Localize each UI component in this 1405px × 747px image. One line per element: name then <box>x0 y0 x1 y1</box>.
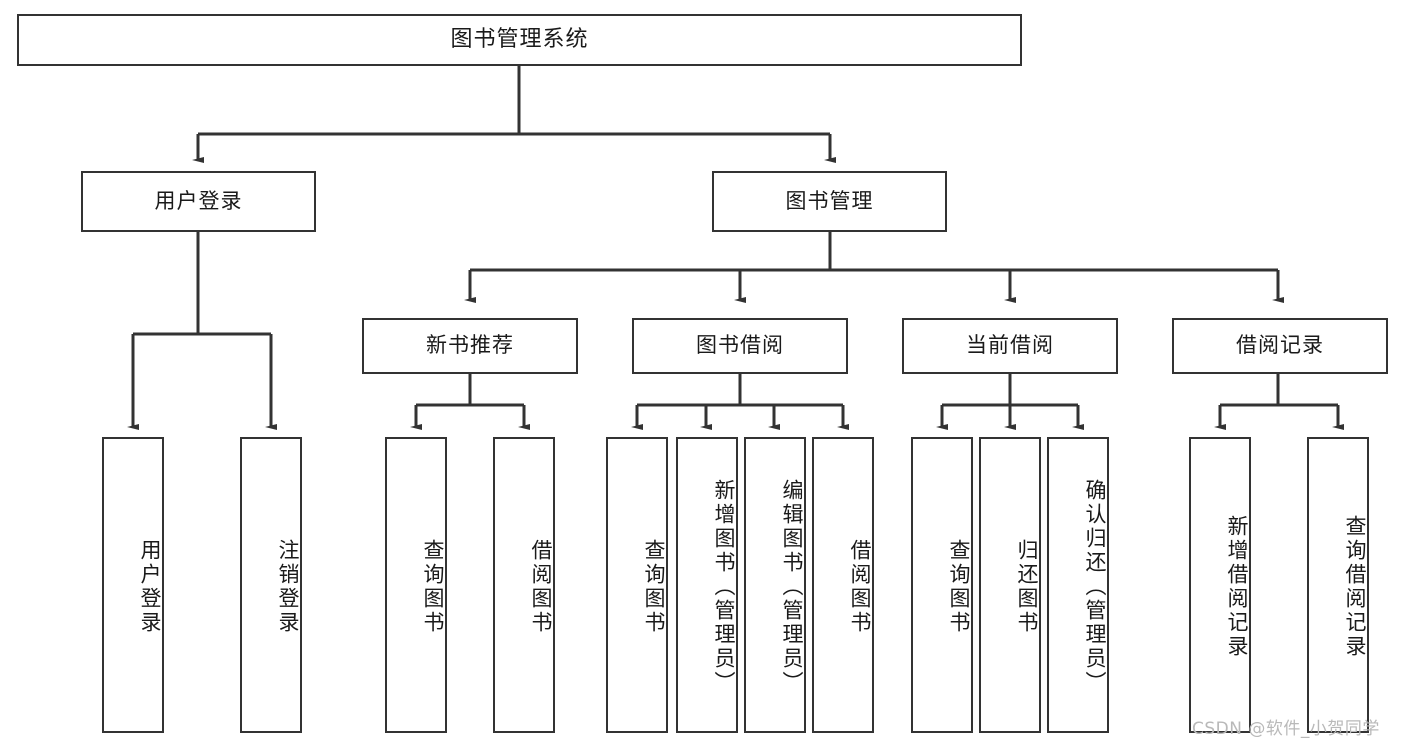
leaf-return-book-label: 归还图书 <box>1015 539 1039 635</box>
leaf-query-book-borrow-label: 查询图书 <box>642 539 666 635</box>
leaf-query-book-current[interactable]: 查询图书 <box>911 437 973 733</box>
node-root-label: 图书管理系统 <box>450 26 589 52</box>
leaf-add-book-label: 新增图书（管理员） <box>712 479 736 695</box>
node-new-book-recommendation[interactable]: 新书推荐 <box>362 318 578 374</box>
node-book-borrow-label: 图书借阅 <box>696 333 784 358</box>
leaf-edit-book[interactable]: 编辑图书（管理员） <box>744 437 806 733</box>
leaf-return-book[interactable]: 归还图书 <box>979 437 1041 733</box>
leaf-add-borrow-record[interactable]: 新增借阅记录 <box>1189 437 1251 733</box>
leaf-query-borrow-record[interactable]: 查询借阅记录 <box>1307 437 1369 733</box>
leaf-confirm-return[interactable]: 确认归还（管理员） <box>1047 437 1109 733</box>
node-borrow-record[interactable]: 借阅记录 <box>1172 318 1388 374</box>
node-book-manage[interactable]: 图书管理 <box>712 171 947 232</box>
node-book-borrow[interactable]: 图书借阅 <box>632 318 848 374</box>
leaf-user-login-label: 用户登录 <box>138 539 162 635</box>
watermark: CSDN @软件_小贺同学 <box>1192 719 1380 739</box>
leaf-query-book-borrow[interactable]: 查询图书 <box>606 437 668 733</box>
leaf-query-borrow-record-label: 查询借阅记录 <box>1343 515 1367 659</box>
node-root[interactable]: 图书管理系统 <box>17 14 1022 66</box>
leaf-add-borrow-record-label: 新增借阅记录 <box>1225 515 1249 659</box>
node-new-book-recommendation-label: 新书推荐 <box>426 333 514 358</box>
leaf-borrow-book-label: 借阅图书 <box>848 539 872 635</box>
node-user-login[interactable]: 用户登录 <box>81 171 316 232</box>
leaf-borrow-book[interactable]: 借阅图书 <box>812 437 874 733</box>
leaf-query-book-recommend[interactable]: 查询图书 <box>385 437 447 733</box>
node-borrow-record-label: 借阅记录 <box>1236 333 1324 358</box>
leaf-query-book-current-label: 查询图书 <box>947 539 971 635</box>
node-current-borrow[interactable]: 当前借阅 <box>902 318 1118 374</box>
leaf-logout[interactable]: 注销登录 <box>240 437 302 733</box>
leaf-add-book[interactable]: 新增图书（管理员） <box>676 437 738 733</box>
leaf-logout-label: 注销登录 <box>276 539 300 635</box>
node-current-borrow-label: 当前借阅 <box>966 333 1054 358</box>
node-book-manage-label: 图书管理 <box>785 188 874 213</box>
leaf-borrow-book-recommend[interactable]: 借阅图书 <box>493 437 555 733</box>
leaf-user-login[interactable]: 用户登录 <box>102 437 164 733</box>
leaf-confirm-return-label: 确认归还（管理员） <box>1083 479 1107 695</box>
leaf-borrow-book-recommend-label: 借阅图书 <box>529 539 553 635</box>
leaf-edit-book-label: 编辑图书（管理员） <box>780 479 804 695</box>
leaf-query-book-recommend-label: 查询图书 <box>421 539 445 635</box>
node-user-login-label: 用户登录 <box>154 188 243 213</box>
